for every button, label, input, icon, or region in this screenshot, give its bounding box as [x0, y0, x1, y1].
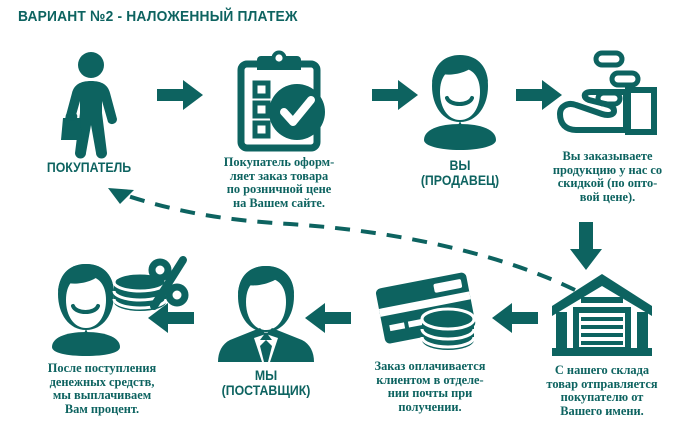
text-line: После поступления	[47, 361, 157, 375]
text-line: вой цене).	[579, 189, 636, 204]
clipboard-checkmark-icon	[237, 50, 325, 152]
text-line: товар отправляется	[546, 376, 658, 391]
text-line: продукцию у нас со	[552, 162, 663, 177]
text-line: С нашего склада	[554, 363, 650, 377]
text-line: МЫ	[254, 367, 278, 383]
step-supplier-label: МЫ (ПОСТАВЩИК)	[206, 368, 326, 398]
text-line: клиентом в отделе-	[376, 372, 484, 387]
text-line: Вы заказываете	[562, 149, 653, 163]
text-line: Вам процент.	[64, 401, 140, 416]
text-line: (ПРОДАВЕЦ)	[420, 172, 500, 188]
step-seller-label: ВЫ (ПРОДАВЕЦ)	[405, 158, 514, 188]
text-line: мы выплачиваем	[52, 388, 152, 403]
step-payout-label: После поступления денежных средств, мы в…	[14, 361, 190, 416]
person-with-briefcase-icon	[61, 52, 117, 159]
arrow-seller-to-wholesale	[516, 80, 562, 110]
dashed-warehouse-to-buyer	[80, 180, 580, 300]
text-line: ляет заказ товара	[229, 168, 329, 183]
arrow-buyer-to-order	[157, 80, 203, 110]
arrow-supplier-to-payout	[148, 303, 194, 333]
step-order-placed-label: Покупатель оформ- ляет заказ товара по р…	[190, 155, 368, 210]
step-warehouse-label: С нашего склада товар отправляется покуп…	[512, 363, 692, 418]
text-line: Покупатель оформ-	[223, 155, 335, 169]
text-line: (ПОСТАВЩИК)	[221, 382, 311, 398]
hand-with-coins-icon	[556, 50, 657, 135]
arrow-wholesale-to-warehouse	[570, 222, 602, 270]
step-payment-on-delivery: Заказ оплачивается клиентом в отделе- ни…	[344, 272, 516, 414]
text-line: скидкой (по опто-	[557, 176, 658, 191]
warehouse-icon	[552, 274, 652, 356]
person-in-suit-icon	[218, 266, 314, 362]
step-payment-on-delivery-label: Заказ оплачивается клиентом в отделе- ни…	[344, 359, 516, 414]
person-avatar-smiling-icon	[424, 55, 496, 150]
step-warehouse: С нашего склада товар отправляется покуп…	[512, 272, 692, 418]
text-line: покупателю от	[560, 390, 644, 405]
text-line: нии почты при	[387, 386, 473, 401]
page-title: ВАРИАНТ №2 - НАЛОЖЕННЫЙ ПЛАТЕЖ	[18, 8, 298, 25]
credit-card-with-coins-icon	[375, 272, 476, 350]
step-wholesale-order: Вы заказываете продукцию у нас со скидко…	[520, 50, 695, 204]
step-payout: После поступления денежных средств, мы в…	[14, 256, 190, 416]
text-line: Вашего имени.	[560, 403, 644, 418]
step-wholesale-order-label: Вы заказываете продукцию у нас со скидко…	[520, 149, 695, 204]
text-line: получении.	[398, 399, 462, 414]
text-line: Заказ оплачивается	[374, 359, 486, 373]
step-order-placed: Покупатель оформ- ляет заказ товара по р…	[190, 50, 368, 210]
smiling-face-with-coins-percent-icon	[52, 256, 189, 356]
text-line: денежных средств,	[49, 374, 155, 389]
arrow-warehouse-to-payment	[492, 303, 538, 333]
arrow-order-to-seller	[372, 80, 418, 110]
step-supplier: МЫ (ПОСТАВЩИК)	[198, 262, 334, 398]
step-seller: ВЫ (ПРОДАВЕЦ)	[398, 52, 522, 188]
step-buyer-label: ПОКУПАТЕЛЬ	[46, 159, 132, 175]
step-buyer: ПОКУПАТЕЛЬ	[24, 52, 154, 175]
text-line: на Вашем сайте.	[232, 195, 326, 210]
text-line: по розничной цене	[226, 182, 332, 197]
text-line: ВЫ	[449, 157, 471, 173]
arrow-payment-to-supplier	[305, 303, 351, 333]
